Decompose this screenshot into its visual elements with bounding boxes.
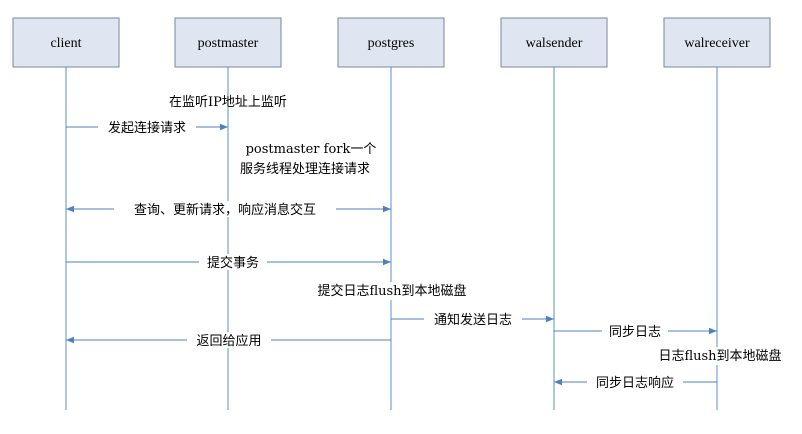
message-return-app: 返回给应用	[66, 332, 391, 349]
message-sync-log-label: 同步日志	[609, 325, 661, 340]
note-receiver-flush: 日志flush到本地磁盘	[658, 348, 781, 364]
message-connect-label: 发起连接请求	[108, 120, 186, 136]
participant-postgres: postgres	[337, 17, 445, 68]
participant-client: client	[12, 17, 120, 68]
participant-walreceiver-label: walreceiver	[684, 36, 750, 51]
message-sync-ack: 同步日志响应	[554, 374, 717, 391]
participant-walreceiver: walreceiver	[663, 17, 771, 68]
message-commit-label: 提交事务	[207, 255, 259, 271]
note-fork-line2: 服务线程处理连接请求	[240, 161, 370, 177]
participant-postgres-label: postgres	[368, 36, 415, 51]
participant-postmaster-label: postmaster	[198, 36, 259, 51]
note-commit-flush: 提交日志flush到本地磁盘	[317, 283, 466, 299]
message-notify-send-label: 通知发送日志	[434, 312, 512, 328]
participant-postmaster: postmaster	[174, 17, 282, 68]
participant-client-label: client	[50, 36, 81, 51]
message-notify-send: 通知发送日志	[391, 311, 554, 328]
message-return-app-label: 返回给应用	[196, 333, 261, 349]
message-query: 查询、更新请求，响应消息交互	[66, 201, 391, 218]
message-commit: 提交事务	[66, 254, 391, 271]
note-listen: 在监听IP地址上监听	[169, 95, 287, 110]
message-sync-log: 同步日志	[554, 323, 717, 340]
message-query-label: 查询、更新请求，响应消息交互	[134, 202, 316, 218]
note-fork-line1: postmaster fork一个	[246, 142, 377, 157]
participant-walsender-label: walsender	[526, 36, 583, 51]
message-sync-ack-label: 同步日志响应	[596, 375, 674, 391]
message-connect: 发起连接请求	[66, 119, 228, 136]
participant-walsender: walsender	[500, 17, 608, 68]
